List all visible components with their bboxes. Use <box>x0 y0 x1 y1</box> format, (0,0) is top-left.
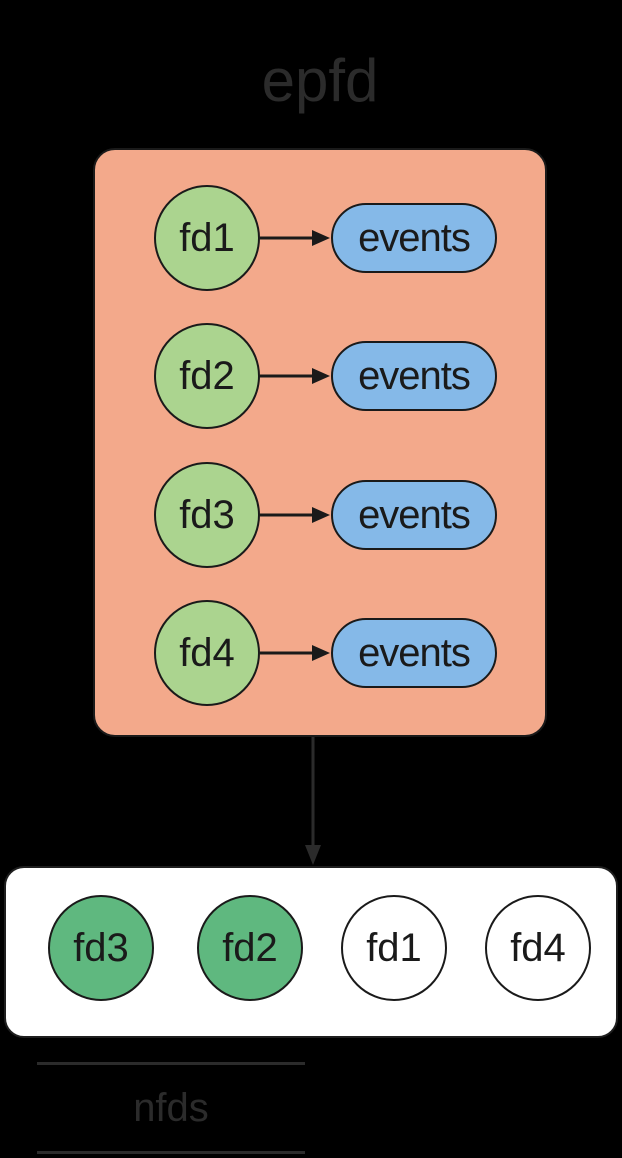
interest-list-entry: fd3 events <box>95 462 545 568</box>
events-pill: events <box>331 341 497 411</box>
nfds-bracket-bottom-line <box>37 1151 305 1154</box>
arrow-down-icon <box>305 737 321 865</box>
events-pill: events <box>331 618 497 688</box>
diagram-title: epfd <box>261 47 379 114</box>
fd-circle: fd3 <box>154 462 260 568</box>
fd-circle: fd4 <box>154 600 260 706</box>
fd-circle: fd1 <box>154 185 260 291</box>
ready-list-container: fd3 fd2 fd1 fd4 <box>4 866 618 1038</box>
interest-list-entry: fd1 events <box>95 185 545 291</box>
ready-fd-circle: fd4 <box>485 895 591 1001</box>
epfd-container: fd1 events fd2 events fd3 events fd <box>93 148 547 737</box>
arrow-right-icon <box>260 507 330 523</box>
arrow-right-icon <box>260 368 330 384</box>
arrow-right-icon <box>260 230 330 246</box>
nfds-bracket-top-line <box>37 1062 305 1065</box>
events-pill: events <box>331 203 497 273</box>
fd-circle: fd2 <box>154 323 260 429</box>
interest-list-entry: fd2 events <box>95 323 545 429</box>
ready-fd-circle: fd3 <box>48 895 154 1001</box>
ready-fd-circle: fd1 <box>341 895 447 1001</box>
events-pill: events <box>331 480 497 550</box>
interest-list-entry: fd4 events <box>95 600 545 706</box>
nfds-label: nfds <box>133 1086 209 1130</box>
arrow-right-icon <box>260 645 330 661</box>
ready-fd-circle: fd2 <box>197 895 303 1001</box>
